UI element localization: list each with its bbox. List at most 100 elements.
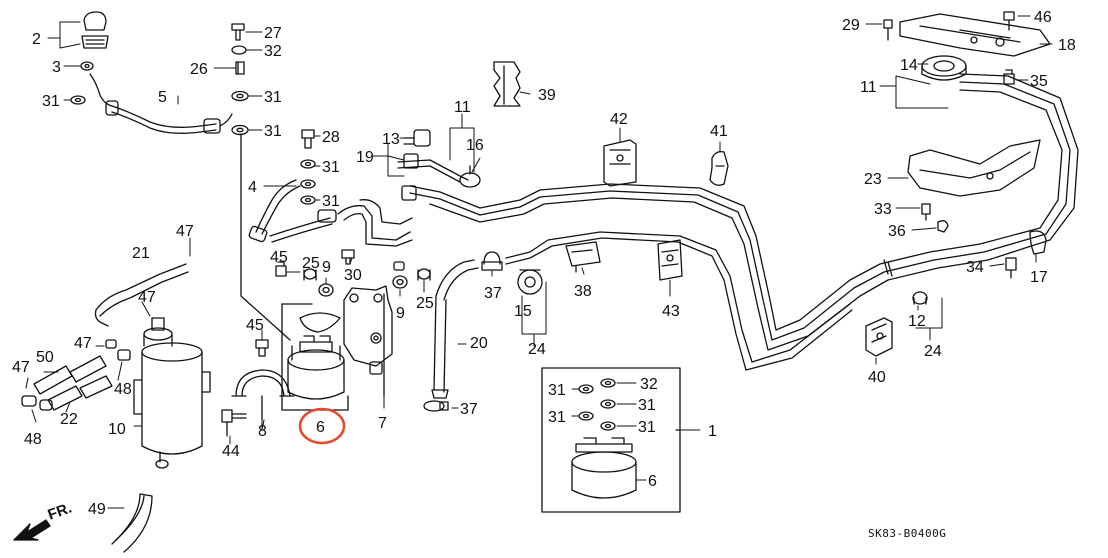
hose-20-part xyxy=(431,259,479,399)
callout-6-highlighted: 6 xyxy=(316,419,325,436)
callout-47-d: 47 xyxy=(12,359,30,376)
callout-31-c: 31 xyxy=(264,123,282,140)
callout-45-a: 45 xyxy=(270,249,288,266)
callout-9-a: 9 xyxy=(322,259,331,276)
hose-21-part xyxy=(94,263,189,327)
callout-22: 22 xyxy=(60,411,78,428)
clip-40-part xyxy=(865,317,893,357)
callout-31-i: 31 xyxy=(638,419,656,436)
callout-25-b: 25 xyxy=(416,295,434,312)
callout-17: 17 xyxy=(1030,269,1048,286)
callout-27: 27 xyxy=(264,25,282,42)
callout-31-a: 31 xyxy=(42,93,60,110)
callout-9-b: 9 xyxy=(396,305,405,322)
main-fuel-pipes xyxy=(409,73,1079,371)
callout-28: 28 xyxy=(322,129,340,146)
grommet-15-part xyxy=(517,269,543,295)
pipe-guard-23-part xyxy=(907,139,1041,197)
callout-1: 1 xyxy=(708,423,717,440)
clip-39-part xyxy=(493,61,521,107)
callout-37-a: 37 xyxy=(484,285,502,302)
fuel-filter-6-kit-part xyxy=(571,437,637,499)
bolt-28-part xyxy=(300,129,316,205)
callout-39: 39 xyxy=(538,87,556,104)
callout-32-b: 32 xyxy=(640,376,658,393)
callout-47-b: 47 xyxy=(138,289,156,306)
callout-48-a: 48 xyxy=(114,381,132,398)
callout-31-d: 31 xyxy=(322,159,340,176)
callout-32-a: 32 xyxy=(264,43,282,60)
callout-47-c: 47 xyxy=(74,335,92,352)
callout-4: 4 xyxy=(248,179,257,196)
callout-41: 41 xyxy=(710,123,728,140)
callout-2: 2 xyxy=(32,31,41,48)
callout-40: 40 xyxy=(868,369,886,386)
bolt-45-lower xyxy=(255,339,269,357)
clamp-37-upper xyxy=(481,251,503,271)
callout-31-e: 31 xyxy=(322,193,340,210)
clip-38-part xyxy=(565,241,601,273)
bolt-44 xyxy=(221,409,247,437)
callout-12: 12 xyxy=(908,313,926,330)
grommet-14-part xyxy=(921,55,967,81)
bolts-33-36-34-12 xyxy=(912,203,1017,305)
callout-30: 30 xyxy=(344,267,362,284)
callout-31-h: 31 xyxy=(548,409,566,426)
callout-23: 23 xyxy=(864,171,882,188)
filler-cap-part xyxy=(80,11,109,71)
callout-5: 5 xyxy=(158,89,167,106)
callout-24-b: 24 xyxy=(924,343,942,360)
fuel-hose-4 xyxy=(248,179,337,243)
callout-13: 13 xyxy=(382,131,400,148)
callout-3: 3 xyxy=(52,59,61,76)
callout-46: 46 xyxy=(1034,9,1052,26)
callout-11-b: 11 xyxy=(860,79,877,96)
washer-31-top-left xyxy=(70,95,86,105)
hoses-50-22-parts xyxy=(21,339,131,411)
callout-6-kit: 6 xyxy=(648,473,657,490)
front-label: FR. xyxy=(46,500,75,524)
leader-lines xyxy=(25,15,1053,509)
pipe-bracket-part xyxy=(337,199,413,247)
diagram-code: SK83-B0400G xyxy=(868,527,946,540)
callout-33: 33 xyxy=(874,201,892,218)
callout-50: 50 xyxy=(36,349,54,366)
callout-45-b: 45 xyxy=(246,317,264,334)
callout-26: 26 xyxy=(190,61,208,78)
clip-17-part xyxy=(1029,230,1047,255)
callout-47-a: 47 xyxy=(176,223,194,240)
canister-10-part xyxy=(133,317,211,469)
callout-16: 16 xyxy=(466,137,484,154)
clip-41-part xyxy=(709,150,729,186)
fuel-hose-5 xyxy=(89,73,233,134)
callout-42: 42 xyxy=(610,111,628,128)
callout-15: 15 xyxy=(514,303,532,320)
callout-49: 49 xyxy=(88,501,106,518)
callout-21: 21 xyxy=(132,245,150,262)
callout-38: 38 xyxy=(574,283,592,300)
callout-10: 10 xyxy=(108,421,126,438)
callout-37-b: 37 xyxy=(460,401,478,418)
callout-31-b: 31 xyxy=(264,89,282,106)
callout-18: 18 xyxy=(1058,37,1076,54)
bolt-35-29-46-parts xyxy=(883,11,1015,85)
front-arrow xyxy=(13,519,51,541)
highlight-circle xyxy=(298,407,346,445)
callout-8: 8 xyxy=(258,423,267,440)
bolt-27-part xyxy=(231,23,249,136)
callout-29: 29 xyxy=(842,17,860,34)
filter-kit-washers xyxy=(578,378,616,431)
callout-44: 44 xyxy=(222,443,240,460)
callout-35: 35 xyxy=(1030,73,1048,90)
hose-49-part xyxy=(111,493,153,553)
callout-19: 19 xyxy=(356,149,374,166)
callout-20: 20 xyxy=(470,335,488,352)
callout-25-a: 25 xyxy=(302,255,320,272)
callout-7: 7 xyxy=(378,415,387,432)
callout-36: 36 xyxy=(888,223,906,240)
filter-clamp-8-part xyxy=(231,369,295,421)
clip-43-part xyxy=(657,239,683,281)
callout-24-a: 24 xyxy=(528,341,546,358)
